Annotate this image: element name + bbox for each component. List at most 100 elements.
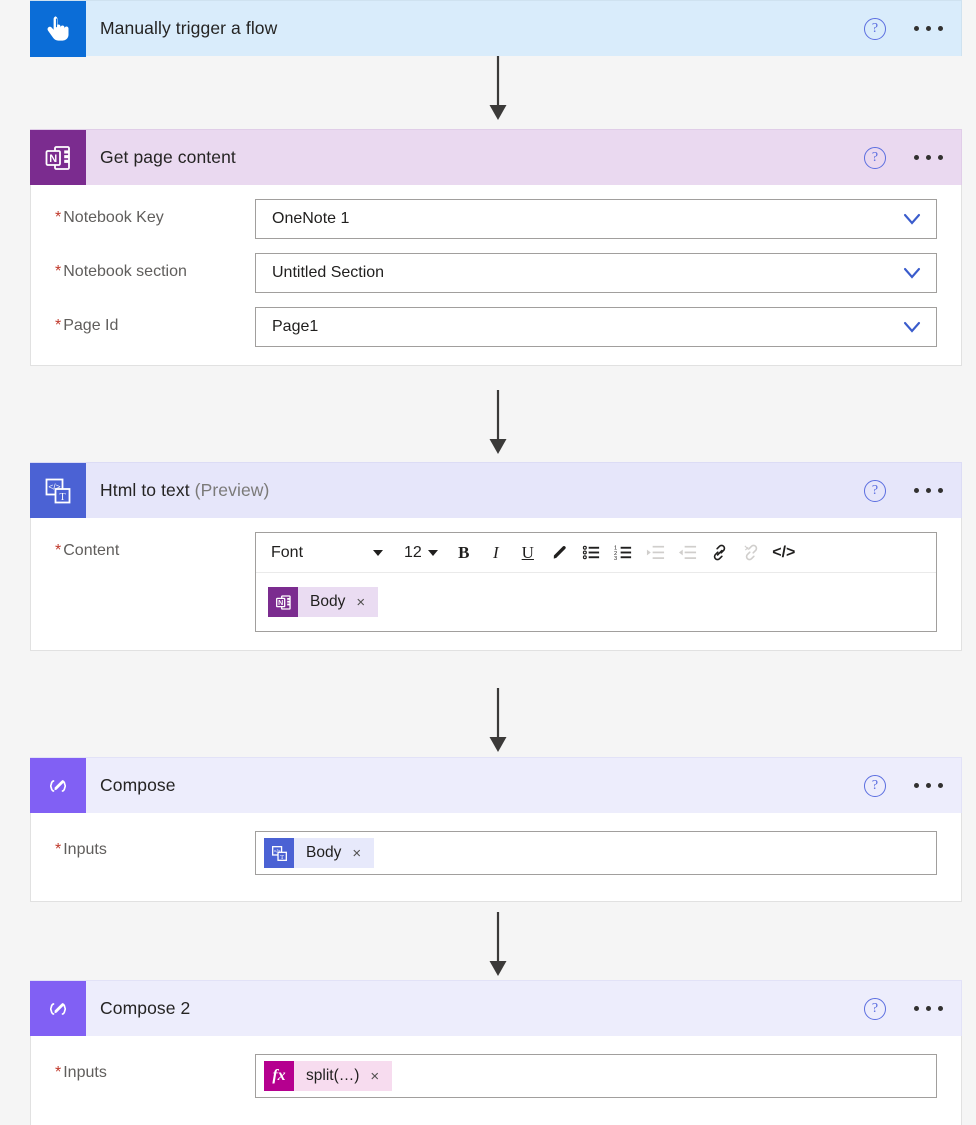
field-row-page-id: *Page Id Page1 <box>55 307 937 347</box>
page-id-dropdown[interactable]: Page1 <box>255 307 937 347</box>
step-title: Get page content <box>100 147 236 168</box>
underline-button[interactable]: U <box>521 542 534 562</box>
step-card-body: *Notebook Key OneNote 1 <box>30 185 962 366</box>
step-title: Manually trigger a flow <box>100 18 277 39</box>
step-card-body: *Inputs </> T <box>30 813 962 902</box>
text-highlight-icon[interactable] <box>544 536 576 570</box>
compose-inputs-field[interactable]: </> T Body × <box>255 831 937 875</box>
token-label: split(…) <box>306 1067 360 1084</box>
required-asterisk: * <box>55 1064 62 1081</box>
required-asterisk: * <box>55 542 62 559</box>
step-title-text: Html to text <box>100 480 190 500</box>
html-to-text-icon: </> T <box>264 838 294 868</box>
step-title-text: Compose <box>100 775 176 795</box>
step-card-header-html-to-text[interactable]: </> T Html to text (Preview) ? <box>30 462 962 519</box>
field-label-page-id: *Page Id <box>55 317 119 334</box>
svg-text:1: 1 <box>614 546 617 552</box>
svg-text:T: T <box>280 853 284 860</box>
rich-text-editor[interactable]: Font 12 B I U <box>255 532 937 632</box>
expression-token-split[interactable]: fx split(…) × <box>264 1061 393 1091</box>
connector-arrow <box>483 688 513 756</box>
header-actions: ? <box>864 1 947 56</box>
svg-text:</>: </> <box>48 481 60 491</box>
field-row-notebook-section: *Notebook section Untitled Section <box>55 253 937 293</box>
more-commands-button[interactable] <box>910 775 947 796</box>
indent-icon[interactable] <box>640 536 672 570</box>
outdent-icon[interactable] <box>672 536 704 570</box>
header-actions: ? <box>864 463 947 518</box>
svg-text:N: N <box>278 599 283 607</box>
token-body: split(…) × <box>294 1061 393 1091</box>
more-commands-button[interactable] <box>910 998 947 1019</box>
compose-icon <box>30 757 86 814</box>
field-label-notebook-section: *Notebook section <box>55 263 187 280</box>
remove-token-icon[interactable]: × <box>352 844 362 862</box>
font-family-dropdown[interactable]: Font <box>260 536 392 570</box>
dynamic-content-token-body[interactable]: </> T Body × <box>264 838 375 868</box>
remove-token-icon[interactable]: × <box>356 593 366 611</box>
step-title: Compose <box>100 775 176 796</box>
help-icon[interactable]: ? <box>864 479 886 502</box>
connector-arrow <box>483 912 513 980</box>
rich-text-content-area[interactable]: N Body × <box>256 573 936 631</box>
field-label-content: *Content <box>55 542 120 559</box>
html-to-text-icon: </> T <box>30 462 86 519</box>
code-view-button[interactable]: </> <box>772 543 796 561</box>
notebook-key-dropdown[interactable]: OneNote 1 <box>255 199 937 239</box>
step-card-header-compose-2[interactable]: Compose 2 ? <box>30 980 962 1037</box>
compose-icon <box>30 980 86 1037</box>
dynamic-content-token-body[interactable]: N Body × <box>268 587 379 617</box>
step-card-body: *Inputs fx split(…) × <box>30 1036 962 1125</box>
required-asterisk: * <box>55 263 62 280</box>
step-title: Compose 2 <box>100 998 190 1019</box>
insert-link-icon[interactable] <box>704 536 736 570</box>
notebook-section-value: Untitled Section <box>272 264 385 281</box>
chevron-down-icon <box>427 549 438 556</box>
svg-text:N: N <box>49 153 57 165</box>
font-size-value: 12 <box>404 543 422 561</box>
tap-hand-icon <box>30 0 86 57</box>
help-icon[interactable]: ? <box>864 17 886 40</box>
step-card-header-get-page-content[interactable]: N Get page content ? <box>30 129 962 186</box>
step-title-text: Manually trigger a flow <box>100 18 278 38</box>
help-icon[interactable]: ? <box>864 997 886 1020</box>
token-body: Body × <box>298 587 379 617</box>
header-actions: ? <box>864 981 947 1036</box>
field-row-notebook-key: *Notebook Key OneNote 1 <box>55 199 937 239</box>
italic-button[interactable]: I <box>492 542 499 562</box>
more-commands-button[interactable] <box>910 480 947 501</box>
field-label-notebook-key: *Notebook Key <box>55 209 164 226</box>
step-title-suffix: (Preview) <box>194 480 270 500</box>
remove-link-icon[interactable] <box>736 536 768 570</box>
step-card-body: *Content Font 12 <box>30 518 962 651</box>
notebook-key-value: OneNote 1 <box>272 210 350 227</box>
bold-button[interactable]: B <box>458 542 470 562</box>
token-label: Body <box>306 844 342 861</box>
onenote-icon: N <box>268 587 298 617</box>
step-title: Html to text (Preview) <box>100 480 269 501</box>
more-commands-button[interactable] <box>910 147 947 168</box>
token-label: Body <box>310 593 346 610</box>
step-card-html-to-text: </> T Html to text (Preview) ? *C <box>30 462 962 651</box>
font-size-dropdown[interactable]: 12 <box>396 536 446 570</box>
svg-text:</>: </> <box>273 848 280 854</box>
help-icon[interactable]: ? <box>864 146 886 169</box>
connector-arrow <box>483 56 513 124</box>
required-asterisk: * <box>55 209 62 226</box>
compose-2-inputs-field[interactable]: fx split(…) × <box>255 1054 937 1098</box>
help-icon[interactable]: ? <box>864 774 886 797</box>
bulleted-list-icon[interactable] <box>576 536 608 570</box>
numbered-list-icon[interactable]: 1 2 3 <box>608 536 640 570</box>
more-commands-button[interactable] <box>910 18 947 39</box>
notebook-section-dropdown[interactable]: Untitled Section <box>255 253 937 293</box>
field-row-inputs: *Inputs </> T <box>55 831 937 875</box>
step-card-header-manual-trigger[interactable]: Manually trigger a flow ? <box>30 0 962 57</box>
onenote-icon: N <box>30 129 86 186</box>
svg-text:2: 2 <box>614 551 617 557</box>
remove-token-icon[interactable]: × <box>370 1067 380 1085</box>
header-actions: ? <box>864 758 947 813</box>
step-card-header-compose[interactable]: Compose ? <box>30 757 962 814</box>
field-row-content: *Content Font 12 <box>55 532 937 632</box>
step-title-text: Compose 2 <box>100 998 191 1018</box>
required-asterisk: * <box>55 317 62 334</box>
